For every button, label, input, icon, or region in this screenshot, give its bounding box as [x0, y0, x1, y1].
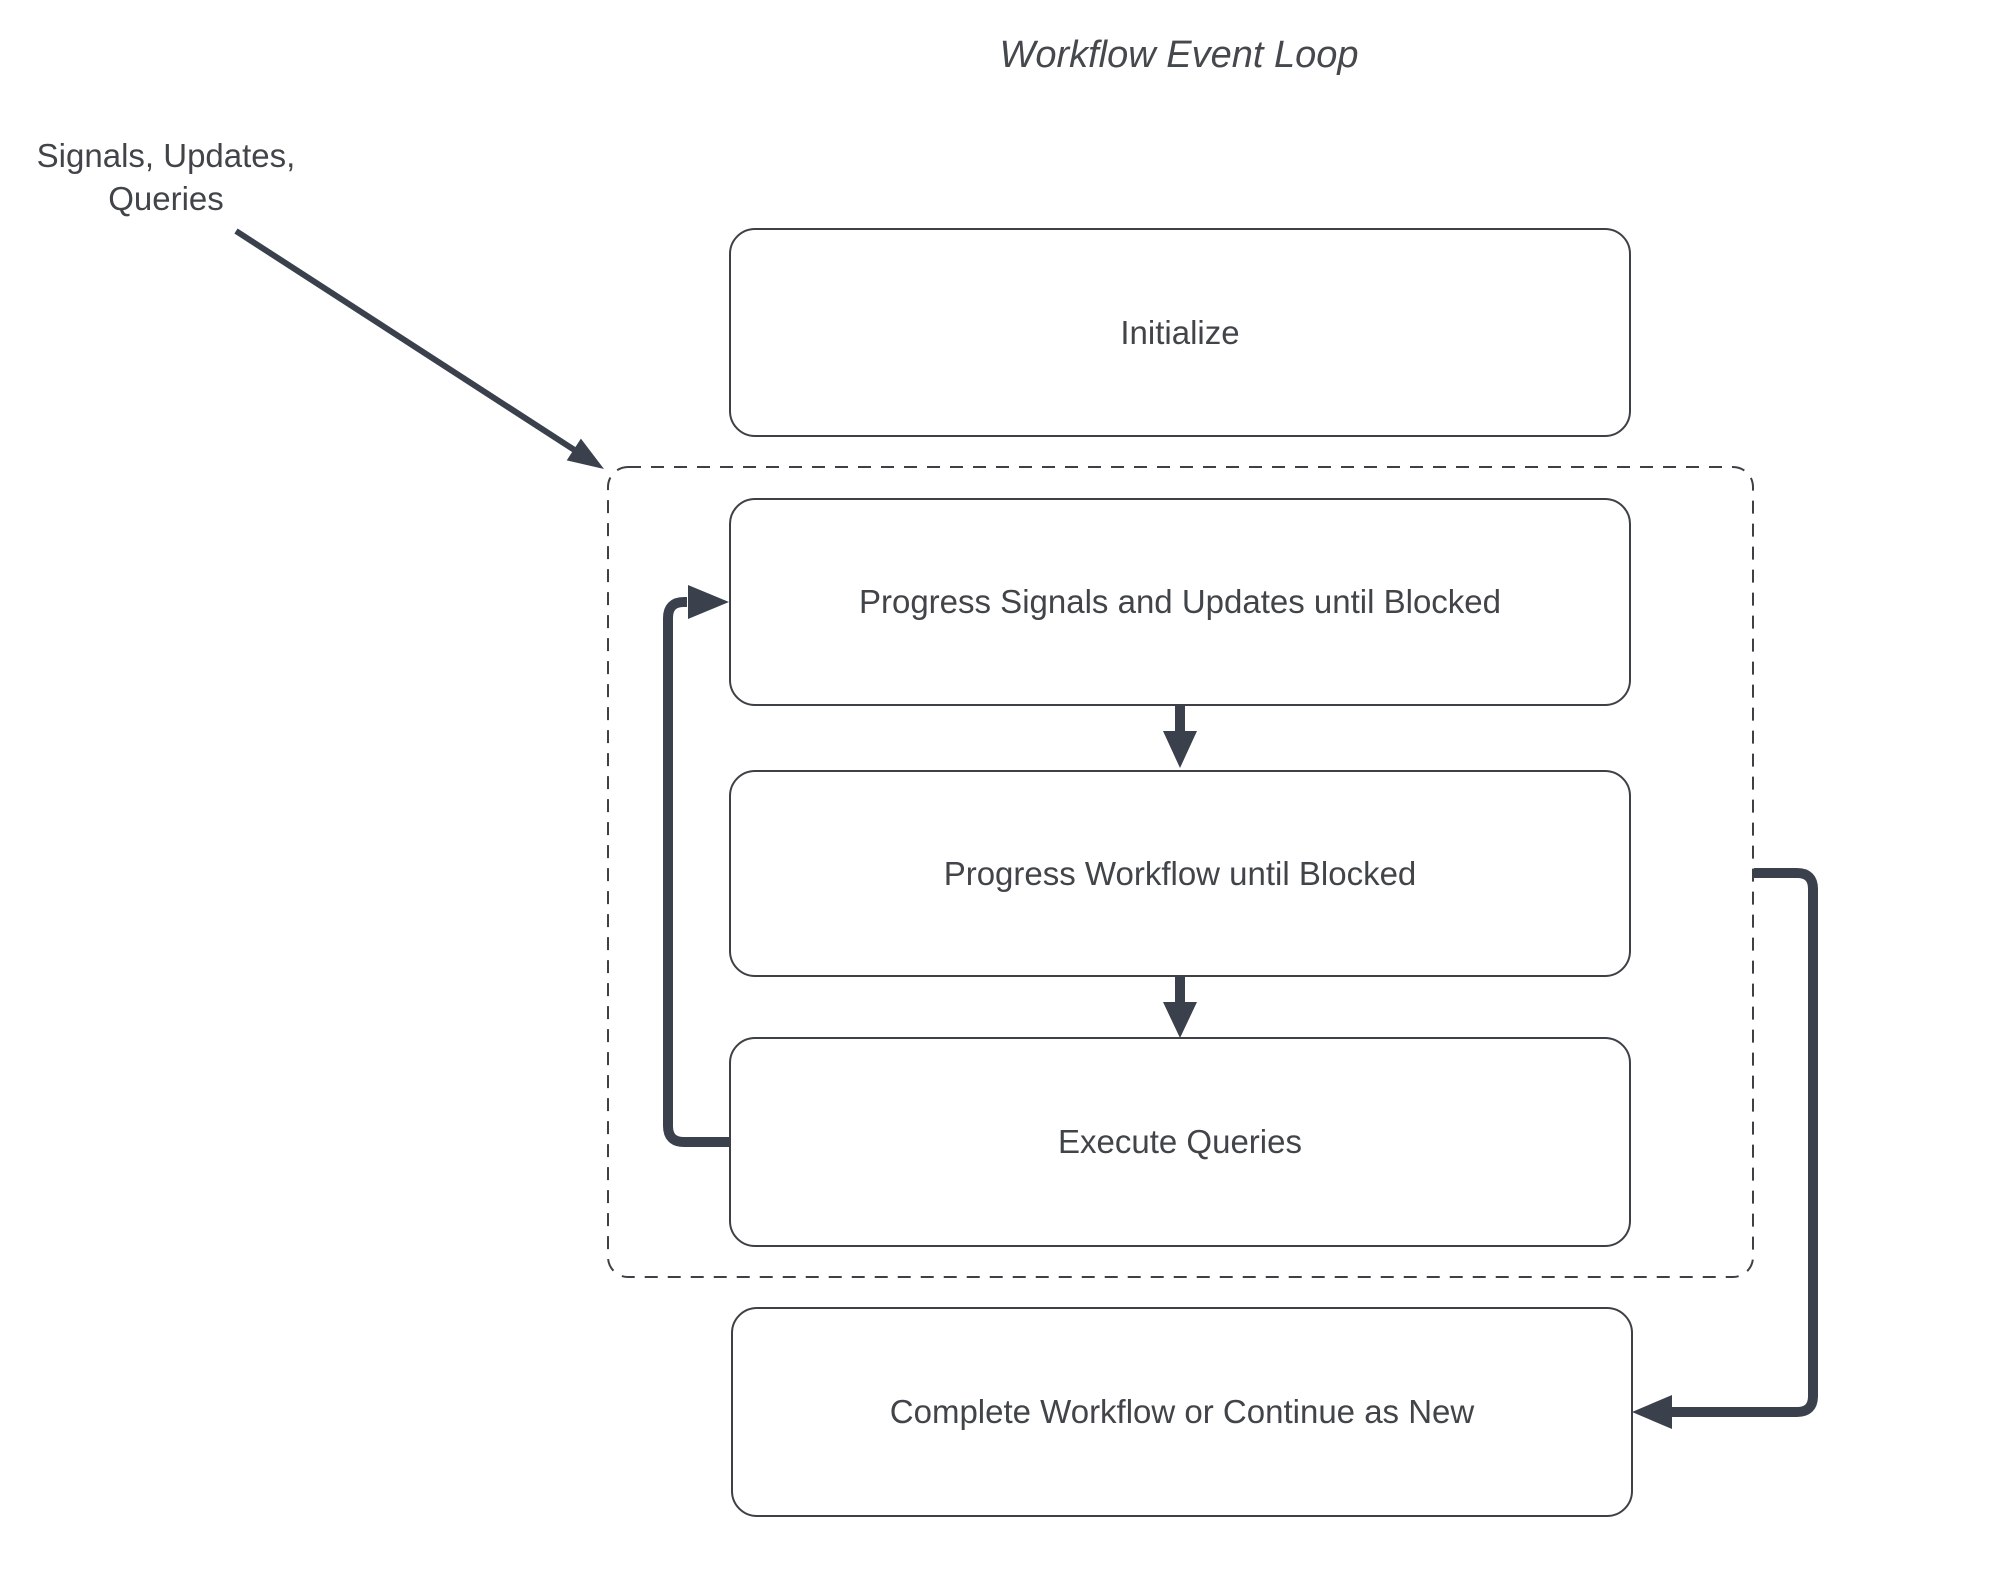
down-arrow-signals-head [1163, 731, 1197, 768]
node-progress-workflow: Progress Workflow until Blocked [729, 770, 1631, 977]
exit-arrow-head [1632, 1395, 1672, 1429]
node-initialize-label: Initialize [1120, 313, 1240, 351]
annotation-signals-updates-queries: Signals, Updates, Queries [16, 134, 316, 220]
annotation-line-2: Queries [108, 180, 224, 217]
diagram-title: Workflow Event Loop [999, 34, 1359, 76]
annotation-arrow [234, 228, 604, 469]
loop-back-arrow [663, 585, 730, 1147]
down-arrow-signals-to-workflow [1163, 706, 1197, 768]
node-complete-workflow-label: Complete Workflow or Continue as New [889, 1393, 1475, 1430]
down-arrow-workflow-head [1163, 1002, 1197, 1038]
node-progress-signals-updates: Progress Signals and Updates until Block… [729, 498, 1631, 706]
annotation-arrow-shaft [234, 228, 578, 454]
node-execute-queries: Execute Queries [729, 1037, 1631, 1247]
exit-arrow-to-complete [1632, 868, 1818, 1429]
loop-back-arrow-shaft [663, 597, 730, 1147]
down-arrow-workflow-to-queries [1163, 977, 1197, 1038]
node-initialize: Initialize [729, 228, 1631, 437]
annotation-arrow-head [566, 438, 604, 469]
loop-back-arrow-head [688, 585, 729, 619]
exit-arrow-shaft [1672, 868, 1818, 1417]
node-progress-signals-updates-label: Progress Signals and Updates until Block… [858, 583, 1502, 620]
node-complete-workflow: Complete Workflow or Continue as New [731, 1307, 1633, 1517]
annotation-line-1: Signals, Updates, [36, 137, 296, 174]
node-execute-queries-label: Execute Queries [1058, 1123, 1302, 1160]
node-progress-workflow-label: Progress Workflow until Blocked [943, 854, 1417, 892]
